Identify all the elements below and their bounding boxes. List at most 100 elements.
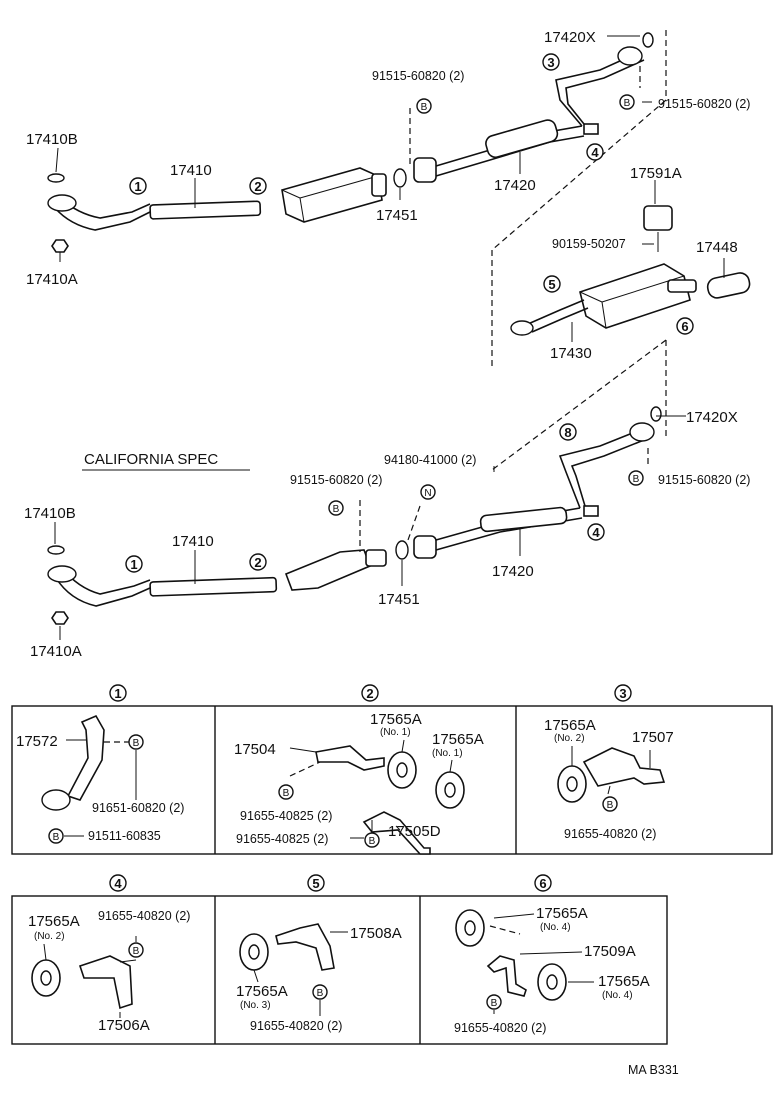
svg-text:B: B xyxy=(333,504,340,515)
label-17451-ca: 17451 xyxy=(378,591,420,608)
center-pipe-outlet-flange-ca xyxy=(629,422,655,442)
california-assembly xyxy=(47,406,662,625)
callout-2-ca: 2 xyxy=(249,553,267,571)
label-no1-d2-a: (No. 1) xyxy=(380,727,411,738)
label-17410-top: 17410 xyxy=(170,162,212,179)
marker-b-detail1-b: B xyxy=(48,828,64,844)
marker-b-top-center: B xyxy=(416,98,432,114)
nut-17410a-ca xyxy=(51,611,69,625)
marker-b-top-right: B xyxy=(619,94,635,110)
marker-b-detail3: B xyxy=(602,796,618,812)
gasket-17410b-top xyxy=(47,173,65,183)
nut-17410a-top xyxy=(51,239,69,253)
marker-b-detail2-b: B xyxy=(364,832,380,848)
bracket-17509a xyxy=(486,955,527,997)
detail-box-4-callout: 4 xyxy=(109,874,127,892)
center-muffler-ca xyxy=(479,506,568,533)
detail-2: 17504 17565A (No. 1) 17565A (No. 1) 9165… xyxy=(234,711,484,855)
callout-1-top: 1 xyxy=(129,177,147,195)
detail-6: 17565A (No. 4) 17509A 17565A (No. 4) 916… xyxy=(454,905,650,1035)
svg-text:B: B xyxy=(133,946,140,957)
label-17420-ca: 17420 xyxy=(492,563,534,580)
svg-text:4: 4 xyxy=(591,145,599,160)
top-assembly xyxy=(47,32,751,336)
label-91515-right-top: 91515-60820 (2) xyxy=(658,97,750,111)
bracket-17507 xyxy=(582,747,666,787)
bracket-17506a xyxy=(78,955,133,1010)
label-17451-top: 17451 xyxy=(376,207,418,224)
callout-6-top: 6 xyxy=(676,317,694,335)
front-pipe-flange-ca xyxy=(47,565,77,583)
marker-b-detail2-a: B xyxy=(278,784,294,800)
label-17504: 17504 xyxy=(234,741,276,758)
marker-b-detail4: B xyxy=(128,942,144,958)
label-17410b-ca: 17410B xyxy=(24,505,76,522)
marker-b-detail1-a: B xyxy=(128,734,144,750)
callout-2-top: 2 xyxy=(249,177,267,195)
detail-boxes-row1 xyxy=(11,705,773,855)
pipe-17410-top xyxy=(149,200,262,220)
label-91655-d6: 91655-40820 (2) xyxy=(454,1021,546,1035)
label-no1-d2-b: (No. 1) xyxy=(432,748,463,759)
svg-text:2: 2 xyxy=(254,555,261,570)
label-17565a-d6-a: 17565A xyxy=(536,905,588,922)
svg-text:2: 2 xyxy=(366,686,373,701)
detail-1: 17572 91651-60820 (2) 91511-60835 B B xyxy=(16,714,184,844)
svg-text:B: B xyxy=(283,788,290,799)
label-17565a-d4: 17565A xyxy=(28,913,80,930)
hanger-bracket-top xyxy=(583,123,599,135)
label-no4-d6-b: (No. 4) xyxy=(602,990,633,1001)
svg-text:5: 5 xyxy=(548,277,555,292)
svg-text:4: 4 xyxy=(592,525,600,540)
california-spec-title: CALIFORNIA SPEC xyxy=(84,451,218,468)
label-17508a: 17508A xyxy=(350,925,402,942)
label-17420x-top: 17420X xyxy=(544,29,596,46)
label-17565a-d3: 17565A xyxy=(544,717,596,734)
callout-5-top: 5 xyxy=(543,275,561,293)
callout-3-top: 3 xyxy=(542,53,560,71)
bracket-17504 xyxy=(315,745,385,771)
label-91515-right-ca: 91515-60820 (2) xyxy=(658,473,750,487)
label-91655-d2-b: 91655-40825 (2) xyxy=(236,832,328,846)
pipe-17410-ca xyxy=(149,576,278,597)
tail-outlet-pipe xyxy=(667,279,697,293)
center-muffler-top xyxy=(485,119,559,159)
label-no2-d4: (No. 2) xyxy=(34,931,65,942)
label-91515-top: 91515-60820 (2) xyxy=(372,69,464,83)
detail-4: 17565A (No. 2) 91655-40820 (2) 17506A B xyxy=(28,909,190,1034)
svg-text:B: B xyxy=(624,98,631,109)
bracket-17572 xyxy=(66,714,105,801)
marker-b-detail5: B xyxy=(312,984,328,1000)
catalytic-converter-top xyxy=(281,167,383,223)
label-91655-d4: 91655-40820 (2) xyxy=(98,909,190,923)
label-91511: 91511-60835 xyxy=(88,829,161,843)
label-17565a-d2-b: 17565A xyxy=(432,731,484,748)
svg-text:1: 1 xyxy=(130,557,137,572)
gasket-17410b-ca xyxy=(47,545,65,555)
callout-8-ca: 8 xyxy=(559,423,577,441)
label-17430: 17430 xyxy=(550,345,592,362)
label-17410-ca: 17410 xyxy=(172,533,214,550)
label-17420x-ca: 17420X xyxy=(686,409,738,426)
tail-inlet-flange xyxy=(510,320,534,336)
hanger-17591a xyxy=(643,205,673,231)
svg-text:6: 6 xyxy=(681,319,688,334)
catalytic-converter-ca xyxy=(284,549,372,591)
svg-text:1: 1 xyxy=(134,179,141,194)
detail-boxes-row2 xyxy=(11,895,668,1045)
detail-box-1-callout: 1 xyxy=(109,684,127,702)
detail-5: 17508A 17565A (No. 3) 91655-40820 (2) B xyxy=(236,923,402,1033)
label-91651: 91651-60820 (2) xyxy=(92,801,184,815)
label-17507: 17507 xyxy=(632,729,674,746)
marker-b-ca-right: B xyxy=(628,470,644,486)
label-91515-left-ca: 91515-60820 (2) xyxy=(290,473,382,487)
svg-text:4: 4 xyxy=(114,876,122,891)
center-pipe-flange-ca xyxy=(413,535,437,559)
center-pipe-outlet-flange-top xyxy=(617,46,643,66)
svg-text:6: 6 xyxy=(539,876,546,891)
svg-text:B: B xyxy=(491,998,498,1009)
marker-b-ca-left: B xyxy=(328,500,344,516)
detail-box-5-callout: 5 xyxy=(307,874,325,892)
figure-code: MA B331 xyxy=(628,1063,679,1077)
